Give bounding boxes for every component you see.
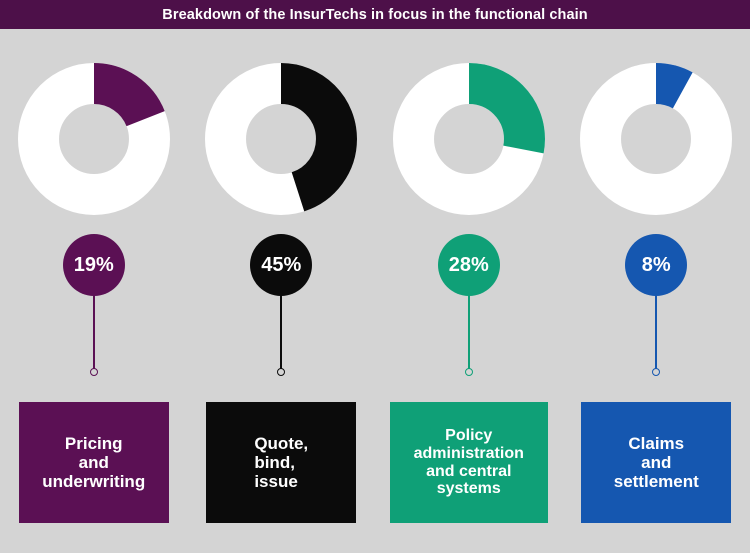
pin-ring-icon bbox=[652, 368, 661, 376]
segment-column-claims-and-settlement: 8% Claims and settlement bbox=[563, 29, 750, 553]
pin-stem bbox=[467, 265, 470, 373]
donut-svg bbox=[392, 63, 545, 215]
percentage-badge: 19% bbox=[62, 234, 125, 296]
donut-value-arc bbox=[580, 63, 733, 215]
category-label: Claims and settlement bbox=[613, 433, 699, 492]
percentage-value: 45% bbox=[261, 254, 302, 276]
donut-chart-quote-bind-issue bbox=[205, 63, 358, 215]
category-label-box: Claims and settlement bbox=[581, 402, 732, 523]
percentage-badge: 28% bbox=[437, 234, 500, 296]
donut-value-arc bbox=[205, 63, 358, 215]
pin-ring-icon bbox=[89, 368, 98, 376]
pin-ring-icon bbox=[464, 368, 473, 376]
donut-svg bbox=[17, 63, 170, 215]
category-label-box: Quote, bind, issue bbox=[206, 402, 357, 523]
pin-stem bbox=[655, 265, 658, 373]
donut-chart-claims-and-settlement bbox=[580, 63, 733, 215]
segment-column-policy-administration-and-central-systems: 28% Policy administration and central sy… bbox=[375, 29, 563, 553]
page-title: Breakdown of the InsurTechs in focus in … bbox=[162, 6, 588, 23]
percentage-value: 19% bbox=[73, 254, 114, 276]
donut-svg bbox=[205, 63, 358, 215]
pin-stem bbox=[280, 265, 283, 373]
donut-svg bbox=[580, 63, 733, 215]
donut-value-arc bbox=[392, 63, 545, 215]
category-label: Pricing and underwriting bbox=[42, 433, 146, 492]
category-label-box: Policy administration and central system… bbox=[389, 402, 548, 523]
title-bar: Breakdown of the InsurTechs in focus in … bbox=[0, 0, 750, 29]
pin-stem bbox=[92, 265, 95, 373]
donut-chart-policy-administration-and-central-systems bbox=[392, 63, 545, 215]
pin-ring-icon bbox=[277, 368, 286, 376]
segment-column-quote-bind-issue: 45% Quote, bind, issue bbox=[188, 29, 376, 553]
category-label: Policy administration and central system… bbox=[413, 426, 524, 498]
category-label-box: Pricing and underwriting bbox=[18, 402, 169, 523]
percentage-value: 28% bbox=[448, 254, 489, 276]
donut-chart-pricing-and-underwriting bbox=[17, 63, 170, 215]
donut-value-arc bbox=[17, 63, 170, 215]
percentage-badge: 45% bbox=[250, 234, 313, 296]
segment-column-pricing-and-underwriting: 19% Pricing and underwriting bbox=[0, 29, 188, 553]
category-label: Quote, bind, issue bbox=[254, 433, 309, 492]
percentage-value: 8% bbox=[641, 254, 671, 276]
percentage-badge: 8% bbox=[625, 234, 688, 296]
